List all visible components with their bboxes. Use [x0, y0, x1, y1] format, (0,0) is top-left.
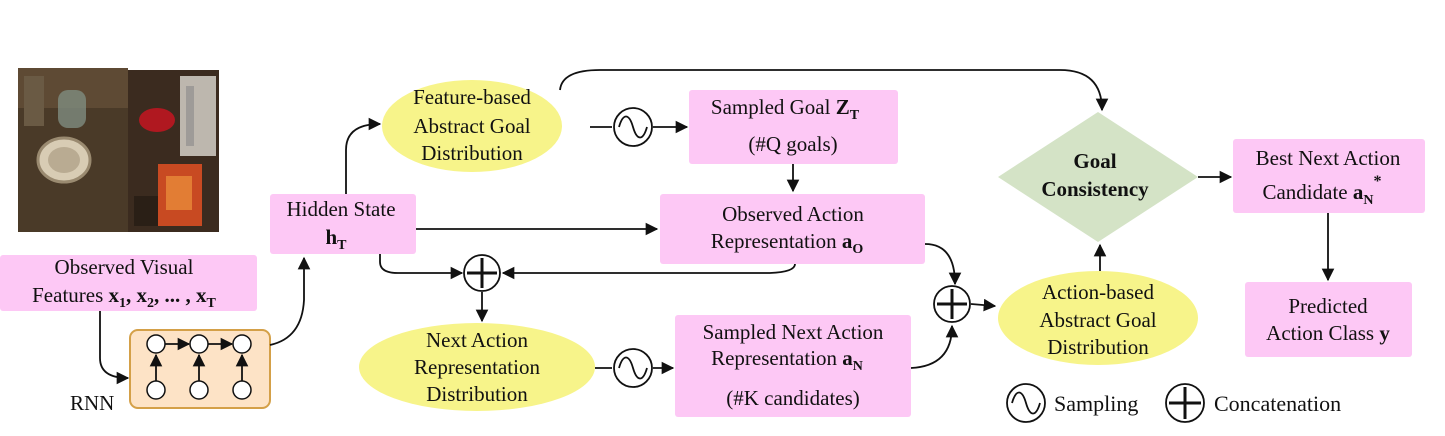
- sampling-operator: [613, 107, 653, 147]
- best-next-box: [1233, 139, 1425, 213]
- legend: Sampling Concatenation: [1006, 383, 1341, 423]
- rnn-hidden-node: [232, 334, 252, 354]
- concatenation-operator: [463, 254, 501, 292]
- rnn-label: RNN: [70, 391, 114, 415]
- rnn-block: [129, 329, 271, 409]
- hidden-state-box: [270, 194, 416, 254]
- predicted-box: [1245, 282, 1412, 357]
- rnn-input-node: [189, 380, 209, 400]
- next-action-dist-ellipse: [359, 323, 595, 411]
- feature-goal-ellipse: [382, 80, 562, 172]
- legend-sampling-label: Sampling: [1054, 391, 1138, 416]
- observed-features-box: [0, 255, 257, 311]
- rnn-input-node: [146, 380, 166, 400]
- sampling-operator: [613, 348, 653, 388]
- rnn-hidden-node: [146, 334, 166, 354]
- observed-action-box: [660, 194, 925, 264]
- concatenation-operator: [933, 285, 971, 323]
- legend-concatenation-label: Concatenation: [1214, 391, 1341, 416]
- rnn-hidden-node: [189, 334, 209, 354]
- sampling-legend-icon: [1006, 383, 1046, 423]
- sampled-goal-label: Sampled Goal ZT(#Q goals): [711, 95, 860, 156]
- video-frames: [18, 68, 219, 232]
- sampled-next-box: [675, 315, 911, 417]
- goal-consistency-diamond: [998, 112, 1198, 242]
- sampled-goal-box: [689, 90, 898, 164]
- action-goal-ellipse: [998, 271, 1198, 365]
- connectors: [99, 69, 1335, 385]
- concatenation-legend-icon: [1165, 383, 1205, 423]
- rnn-input-node: [232, 380, 252, 400]
